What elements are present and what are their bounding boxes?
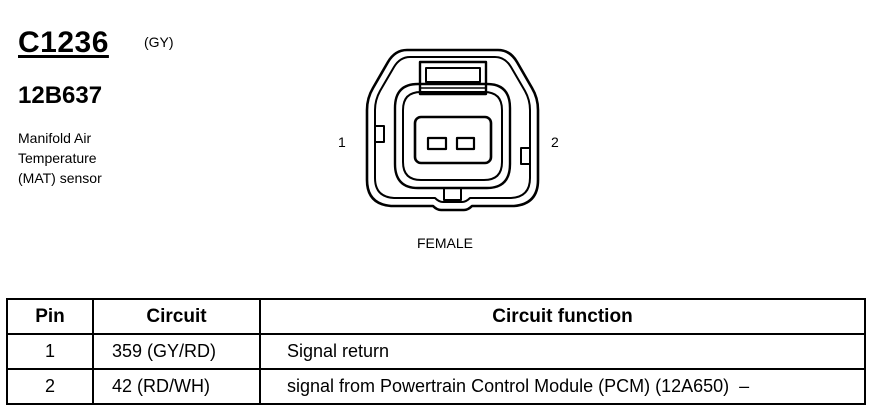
terminal-cavity-1: [426, 136, 448, 151]
pin-label-right: 2: [551, 134, 559, 150]
shroud-outer: [393, 82, 512, 190]
latch-outer: [418, 60, 488, 96]
description-line-1: Manifold Air: [18, 130, 92, 146]
table-row: 1 359 (GY/RD) Signal return: [6, 333, 866, 370]
cell-pin: 1: [6, 333, 94, 370]
connector-gender-label: FEMALE: [417, 235, 474, 251]
header-circuit: Circuit: [92, 298, 261, 335]
header-pin: Pin: [6, 298, 94, 335]
latch-inner: [425, 67, 481, 83]
header-function: Circuit function: [259, 298, 866, 335]
component-description: Manifold Air Temperature (MAT) sensor: [18, 128, 158, 188]
cell-circuit: 42 (RD/WH): [92, 368, 261, 405]
connector-id: C1236: [18, 26, 109, 59]
cell-circuit: 359 (GY/RD): [92, 333, 261, 370]
connector-face-diagram: [365, 48, 540, 212]
description-line-2: Temperature: [18, 150, 97, 166]
pinout-table: Pin Circuit Circuit function 1 359 (GY/R…: [6, 298, 866, 405]
key-right: [520, 147, 531, 165]
part-number: 12B637: [18, 82, 103, 109]
key-bottom: [443, 187, 462, 201]
terminal-cavity-2: [455, 136, 476, 151]
connector-color-code: (GY): [144, 34, 174, 50]
table-row: 2 42 (RD/WH) signal from Powertrain Cont…: [6, 368, 866, 405]
housing-inner-1: [374, 56, 531, 203]
terminal-block: [413, 115, 493, 165]
cell-function: signal from Powertrain Control Module (P…: [259, 368, 866, 405]
cell-function: Signal return: [259, 333, 866, 370]
table-header-row: Pin Circuit Circuit function: [6, 298, 866, 335]
pin-label-left: 1: [338, 134, 346, 150]
description-line-3: (MAT) sensor: [18, 170, 102, 186]
housing-outer: [365, 48, 540, 212]
shroud-inner: [402, 91, 503, 181]
key-left: [374, 125, 385, 143]
cell-pin: 2: [6, 368, 94, 405]
